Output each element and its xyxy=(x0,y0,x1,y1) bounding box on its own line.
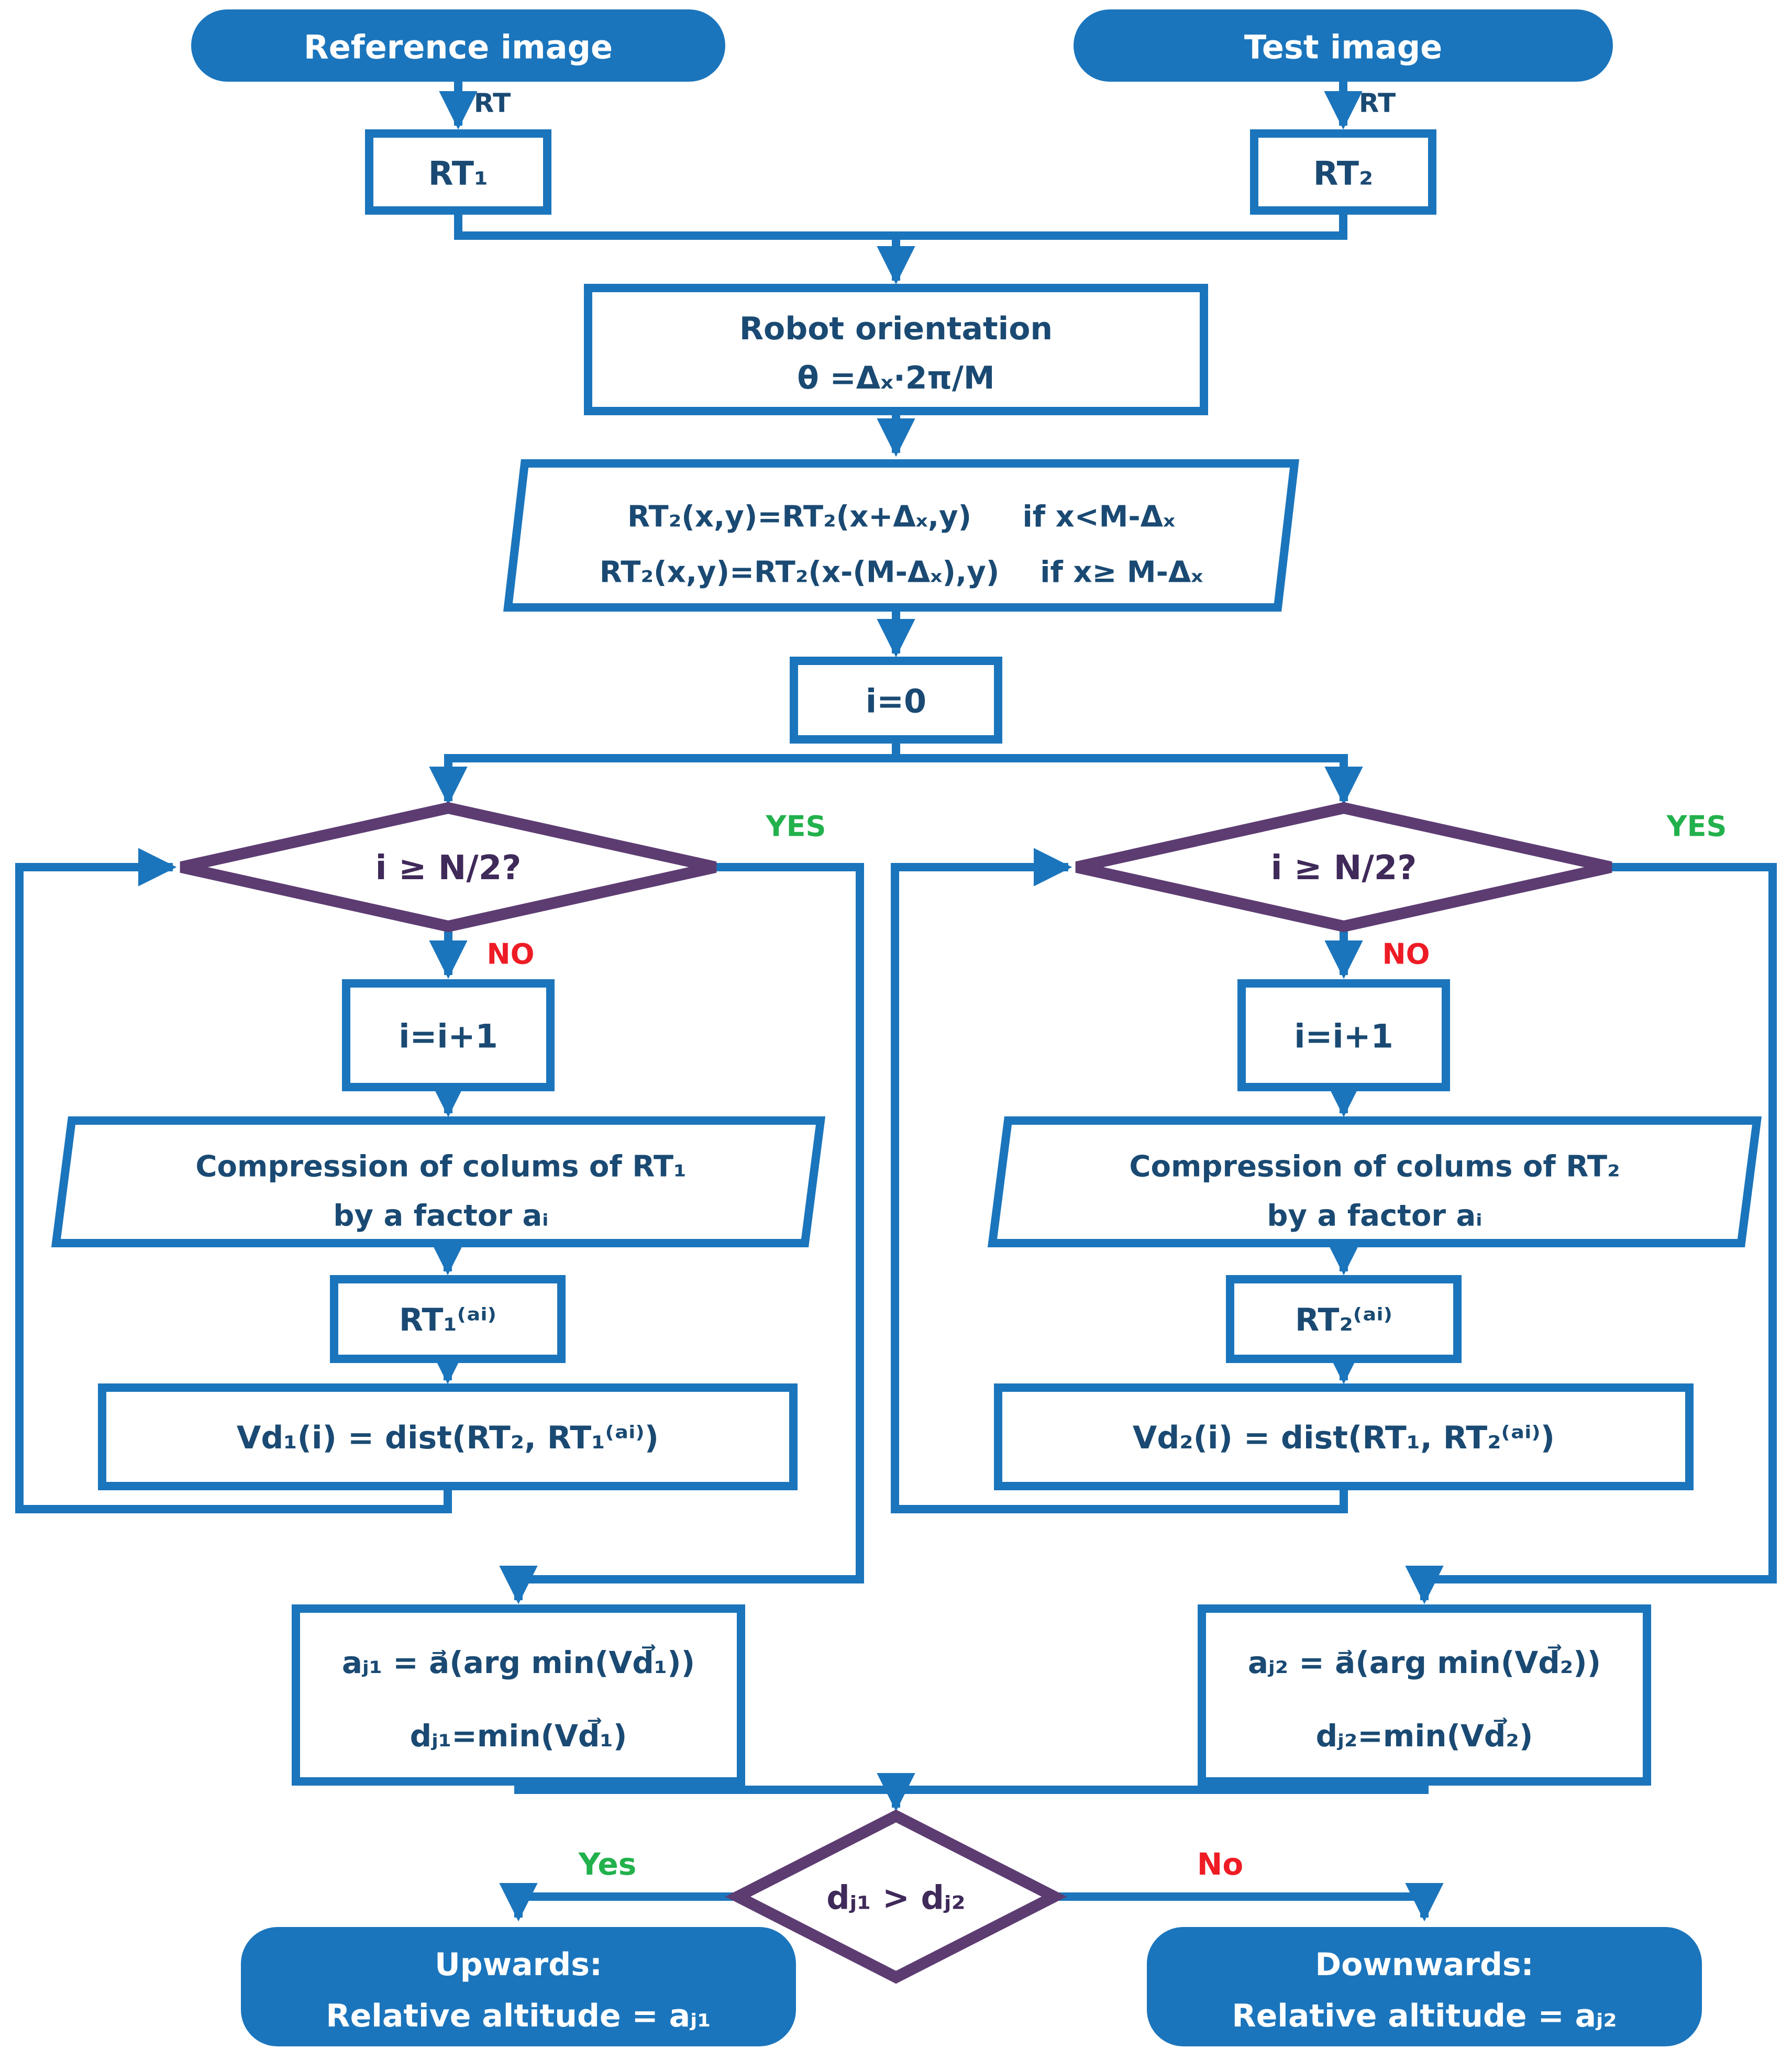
compressed-rt1-shape xyxy=(330,1275,566,1363)
compression-left-line1: Compression of colums of RT₁ xyxy=(195,1150,686,1184)
no-label-right: NO xyxy=(1382,938,1430,971)
yes-label-left: YES xyxy=(766,810,826,843)
connector-loop-left xyxy=(15,848,452,1513)
loop-condition-right-label: i ≥ N/2? xyxy=(1271,849,1417,888)
column-shift-line2: RT₂(x,y)=RT₂(x-(M-Δₓ),y) if x≥ M-Δₓ xyxy=(600,556,1203,590)
column-shift-shape xyxy=(503,459,1299,612)
reference-image-label: Reference image xyxy=(304,28,613,67)
compression-left-line2: by a factor aᵢ xyxy=(333,1199,548,1233)
no-label-final: No xyxy=(1197,1846,1243,1882)
increment-right-label: i=i+1 xyxy=(1294,1017,1393,1056)
compression-right-line1: Compression of colums of RT₂ xyxy=(1129,1150,1620,1184)
loop-condition-right-shape xyxy=(1075,802,1612,933)
loop-condition-left-shape xyxy=(180,802,717,933)
argmin-right-shape xyxy=(1198,1604,1651,1786)
yes-label-right: YES xyxy=(1666,810,1727,843)
distance-left-label: Vd₁(i) = dist(RT₂, RT₁⁽ᵃⁱ⁾) xyxy=(237,1420,659,1456)
loop-condition-diamond-right: i ≥ N/2? xyxy=(1075,802,1612,933)
rt1-label: RT₁ xyxy=(428,154,488,193)
connectors xyxy=(15,82,1777,1922)
argmin-left-line2: dⱼ₁=min(Vd⃗₁) xyxy=(410,1718,627,1754)
robot-orientation-shape xyxy=(584,284,1208,415)
compression-right-shape xyxy=(987,1116,1762,1247)
compression-parallelogram-left: Compression of colums of RT₁ by a factor… xyxy=(51,1116,826,1247)
upwards-pill: Upwards: Relative altitude = aⱼ₁ xyxy=(241,1927,796,2046)
argmin-box-left: aⱼ₁ = a⃗(arg min(Vd⃗₁)) dⱼ₁=min(Vd⃗₁) xyxy=(292,1604,745,1786)
compression-parallelogram-right: Compression of colums of RT₂ by a factor… xyxy=(987,1116,1762,1247)
rt2-box: RT₂ xyxy=(1250,129,1436,215)
downwards-line1: Downwards: xyxy=(1315,1946,1533,1983)
argmin-left-shape xyxy=(292,1604,745,1786)
reference-image-pill: Reference image xyxy=(191,9,725,82)
increment-left-label: i=i+1 xyxy=(399,1017,498,1056)
connector-yes-right xyxy=(1405,863,1777,1604)
init-label: i=0 xyxy=(866,682,926,721)
increment-left-shape xyxy=(342,979,555,1091)
robot-orientation-line1: Robot orientation xyxy=(739,311,1053,347)
robot-orientation-box: Robot orientation θ =Δₓ·2π/M xyxy=(584,284,1208,415)
final-decision-diamond: dⱼ₁ > dⱼ₂ xyxy=(725,1809,1067,1984)
compressed-rt1-label: RT₁⁽ᵃⁱ⁾ xyxy=(399,1302,496,1338)
rt-edge-label-right: RT xyxy=(1359,88,1396,118)
compressed-rt2-label: RT₂⁽ᵃⁱ⁾ xyxy=(1295,1302,1392,1338)
column-shift-line1: RT₂(x,y)=RT₂(x+Δₓ,y) if x<M-Δₓ xyxy=(627,500,1175,534)
final-decision-shape xyxy=(725,1809,1067,1984)
upwards-shape xyxy=(241,1927,796,2046)
upwards-line2: Relative altitude = aⱼ₁ xyxy=(326,1998,711,2034)
yes-label-final: Yes xyxy=(578,1846,637,1882)
downwards-line2: Relative altitude = aⱼ₂ xyxy=(1232,1998,1617,2034)
loop-condition-diamond-left: i ≥ N/2? xyxy=(180,802,717,933)
increment-box-right: i=i+1 xyxy=(1237,979,1450,1091)
increment-box-left: i=i+1 xyxy=(342,979,555,1091)
distance-vector-box-right: Vd₂(i) = dist(RT₁, RT₂⁽ᵃⁱ⁾) xyxy=(994,1383,1694,1490)
connector-final-no xyxy=(1054,1882,1444,1922)
init-box: i=0 xyxy=(790,657,1002,744)
rt1-shape xyxy=(365,129,551,215)
compression-left-shape xyxy=(51,1116,826,1247)
connector-loop-right xyxy=(891,848,1348,1513)
test-image-label: Test image xyxy=(1244,28,1442,67)
connector-yes-left xyxy=(499,863,864,1604)
connector-final-yes xyxy=(499,1882,738,1922)
distance-vector-box-left: Vd₁(i) = dist(RT₂, RT₁⁽ᵃⁱ⁾) xyxy=(98,1383,798,1490)
final-decision-label: dⱼ₁ > dⱼ₂ xyxy=(826,1879,965,1917)
downwards-pill: Downwards: Relative altitude = aⱼ₂ xyxy=(1147,1927,1702,2046)
rt2-label: RT₂ xyxy=(1313,154,1373,193)
compressed-rt2-box: RT₂⁽ᵃⁱ⁾ xyxy=(1226,1275,1462,1363)
compressed-rt2-shape xyxy=(1226,1275,1462,1363)
argmin-box-right: aⱼ₂ = a⃗(arg min(Vd⃗₂)) dⱼ₂=min(Vd⃗₂) xyxy=(1198,1604,1651,1786)
loop-condition-left-label: i ≥ N/2? xyxy=(375,849,522,888)
test-image-shape xyxy=(1074,9,1613,82)
argmin-left-line1: aⱼ₁ = a⃗(arg min(Vd⃗₁)) xyxy=(342,1644,695,1680)
rt-edge-label-left: RT xyxy=(474,88,511,118)
robot-orientation-line2: θ =Δₓ·2π/M xyxy=(797,360,994,396)
increment-right-shape xyxy=(1237,979,1450,1091)
rt2-shape xyxy=(1250,129,1436,215)
argmin-right-line2: dⱼ₂=min(Vd⃗₂) xyxy=(1316,1718,1533,1754)
argmin-right-line1: aⱼ₂ = a⃗(arg min(Vd⃗₂)) xyxy=(1248,1644,1601,1680)
distance-right-shape xyxy=(994,1383,1694,1490)
distance-left-shape xyxy=(98,1383,798,1490)
no-label-left: NO xyxy=(486,938,534,971)
column-shift-parallelogram: RT₂(x,y)=RT₂(x+Δₓ,y) if x<M-Δₓ RT₂(x,y)=… xyxy=(503,459,1299,612)
test-image-pill: Test image xyxy=(1074,9,1613,82)
reference-image-shape xyxy=(191,9,725,82)
compression-right-line2: by a factor aᵢ xyxy=(1267,1199,1482,1233)
connector-merge-top xyxy=(454,211,1347,240)
init-shape xyxy=(790,657,1002,744)
distance-right-label: Vd₂(i) = dist(RT₁, RT₂⁽ᵃⁱ⁾) xyxy=(1133,1420,1555,1456)
downwards-shape xyxy=(1147,1927,1702,2046)
rt1-box: RT₁ xyxy=(365,129,551,215)
upwards-line1: Upwards: xyxy=(435,1946,602,1983)
compressed-rt1-box: RT₁⁽ᵃⁱ⁾ xyxy=(330,1275,566,1363)
